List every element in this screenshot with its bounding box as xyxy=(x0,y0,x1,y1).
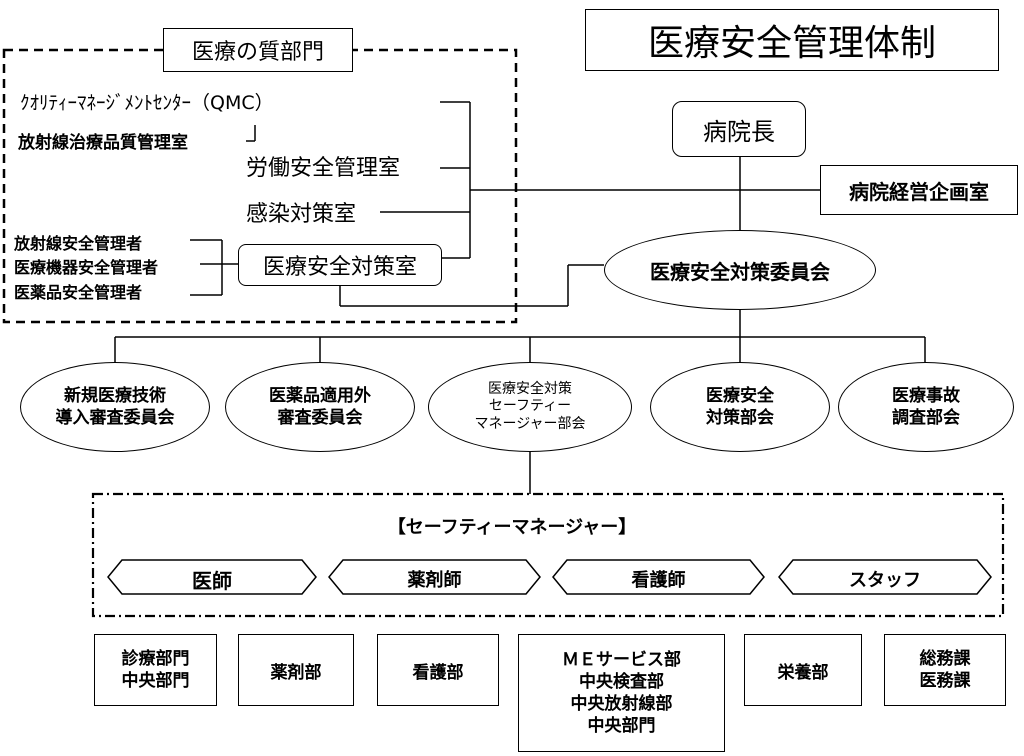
dept-medical-central: 診療部門 中央部門 xyxy=(94,634,217,706)
role-staff: スタッフ xyxy=(849,570,921,591)
subcommittee-new-tech: 新規医療技術 導入審査委員会 xyxy=(20,362,210,452)
role-nurse: 看護師 xyxy=(631,570,686,591)
dept-pharmacy: 薬剤部 xyxy=(238,634,354,706)
manager-pharma: 医薬品安全管理者 xyxy=(14,283,143,302)
role-pharmacist: 薬剤師 xyxy=(407,570,462,591)
page-title: 医療安全管理体制 xyxy=(585,9,999,71)
labor-safety-label: 労働安全管理室 xyxy=(246,156,401,181)
dept-nursing: 看護部 xyxy=(377,634,499,706)
safety-manager-heading: 【セーフティーマネージャー】 xyxy=(387,517,637,538)
infection-control-label: 感染対策室 xyxy=(246,202,357,227)
dept-nutrition: 栄養部 xyxy=(744,634,862,706)
role-hex-2 xyxy=(552,559,765,595)
role-doctor: 医師 xyxy=(192,569,232,593)
director-box: 病院長 xyxy=(672,101,806,157)
manager-equipment: 医療機器安全管理者 xyxy=(14,258,159,277)
safety-office-box: 医療安全対策室 xyxy=(238,244,442,286)
subcommittee-safety-manager: 医療安全対策 セーフティー マネージャー部会 xyxy=(428,362,632,452)
role-hex-3 xyxy=(778,559,992,595)
radiation-quality-label: 放射線治療品質管理室 xyxy=(18,133,188,153)
role-hex-1 xyxy=(328,559,541,595)
dept-general-affairs: 総務課 医務課 xyxy=(884,634,1006,706)
role-hex-0 xyxy=(107,559,317,595)
dept-me-lab-radiology: ＭＥサービス部 中央検査部 中央放射線部 中央部門 xyxy=(518,634,725,752)
planning-office-box: 病院経営企画室 xyxy=(820,165,1018,215)
subcommittee-safety-measures: 医療安全 対策部会 xyxy=(650,362,830,452)
subcommittee-offlabel: 医薬品適用外 審査委員会 xyxy=(225,362,415,452)
subcommittee-accident-investigation: 医療事故 調査部会 xyxy=(838,362,1014,452)
safety-manager-frame xyxy=(91,492,1005,618)
quality-dept-label: 医療の質部門 xyxy=(163,28,353,72)
manager-radiation: 放射線安全管理者 xyxy=(14,234,143,253)
committee-ellipse: 医療安全対策委員会 xyxy=(604,230,876,310)
qmc-label: ｸｵﾘﾃｨｰﾏﾈｰｼﾞﾒﾝﾄｾﾝﾀｰ（QMC） xyxy=(20,92,274,114)
